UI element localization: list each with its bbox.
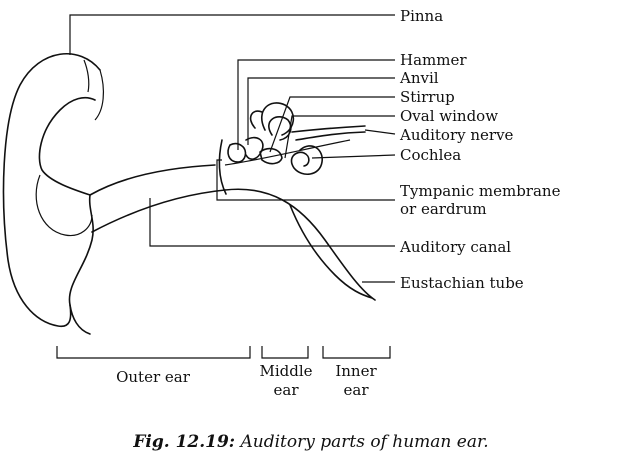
region-inner-2: ear xyxy=(344,381,370,399)
pinna-helix-inner xyxy=(83,59,105,121)
eustachian-tube-wall xyxy=(289,204,373,299)
outer-ear-bracket xyxy=(56,346,251,359)
pinna-leader xyxy=(69,14,395,55)
label-eustachian-tube: Eustachian tube xyxy=(400,274,524,292)
pinna-concha xyxy=(35,174,93,237)
stirrup-leader xyxy=(269,96,395,153)
label-stirrup: Stirrup xyxy=(400,88,455,106)
label-pinna: Pinna xyxy=(400,7,443,25)
region-brackets xyxy=(56,346,391,359)
region-outer: Outer ear xyxy=(116,368,191,386)
leader-lines xyxy=(69,14,396,283)
label-oval-window: Oval window xyxy=(400,107,498,125)
hammer-leader xyxy=(237,59,395,150)
figure-caption: Fig. 12.19: Auditory parts of human ear. xyxy=(0,432,622,452)
semicircular-canal-3 xyxy=(249,110,263,129)
skull-lower-line xyxy=(224,188,376,301)
pinna-inner-fold xyxy=(38,96,96,196)
skull-contour xyxy=(224,139,351,166)
oval-window-leader xyxy=(284,115,395,159)
anvil-leader xyxy=(247,77,395,145)
caption-text: Auditory parts of human ear. xyxy=(240,432,489,452)
inner-ear-bracket xyxy=(322,346,391,359)
label-auditory-nerve: Auditory nerve xyxy=(399,126,514,144)
label-auditory-canal: Auditory canal xyxy=(399,238,511,256)
region-middle-1: Middle xyxy=(259,362,312,380)
nerve-strand-1 xyxy=(291,125,366,133)
label-tympanic-2: or eardrum xyxy=(400,200,487,218)
canal-lower-wall xyxy=(91,189,226,233)
cochlea-spiral xyxy=(290,145,323,175)
label-tympanic-1: Tympanic membrane xyxy=(400,182,561,200)
label-hammer: Hammer xyxy=(400,51,467,69)
nerve-strand-2 xyxy=(295,131,366,141)
cochlea-leader xyxy=(311,154,396,159)
label-cochlea: Cochlea xyxy=(400,146,461,164)
nerve-leader xyxy=(364,129,396,135)
eardrum-leader xyxy=(216,159,395,201)
middle-ear-bracket xyxy=(261,346,309,359)
ear-drawing: Pinna Hammer Anvil Stirrup Oval window A… xyxy=(2,7,561,399)
eardrum xyxy=(218,139,227,195)
pinna-back-lobe xyxy=(69,304,91,335)
pinna-outline xyxy=(2,53,101,328)
caption-fig-number: Fig. 12.19: xyxy=(133,432,236,452)
semicircular-canal-2 xyxy=(268,116,292,141)
stirrup-bone xyxy=(259,147,283,165)
label-anvil: Anvil xyxy=(399,69,439,87)
hammer-bone xyxy=(227,142,247,163)
region-middle-2: ear xyxy=(274,381,300,399)
region-inner-1: Inner xyxy=(335,362,377,380)
canal-leader xyxy=(149,198,395,247)
canal-upper-wall xyxy=(89,164,216,196)
